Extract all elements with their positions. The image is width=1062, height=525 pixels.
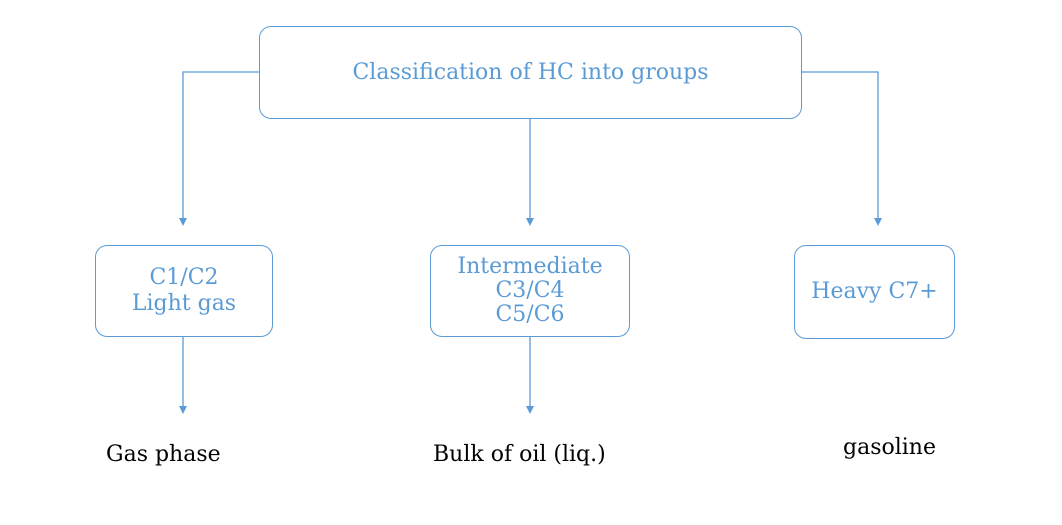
gas-phase-label: Gas phase [106, 442, 221, 467]
root-node: Classification of HC into groups [259, 26, 802, 119]
light-gas-node-line: Light gas [131, 291, 237, 316]
intermediate-node-line: C3/C4 [495, 278, 565, 303]
bulk-of-oil-label: Bulk of oil (liq.) [433, 442, 606, 467]
intermediate-node-line: C5/C6 [495, 302, 565, 327]
intermediate-node-line: Intermediate [457, 254, 603, 279]
light-gas-node: C1/C2 Light gas [95, 245, 273, 337]
heavy-node-line: Heavy C7+ [811, 279, 938, 304]
connector-root-to-light-gas [179, 71, 259, 226]
intermediate-node: Intermediate C3/C4 C5/C6 [430, 245, 630, 337]
connector-root-to-heavy [802, 71, 882, 226]
gasoline-label: gasoline [843, 435, 936, 460]
light-gas-node-line: C1/C2 [149, 265, 219, 290]
root-node-label: Classification of HC into groups [352, 59, 709, 85]
heavy-node: Heavy C7+ [794, 245, 955, 339]
